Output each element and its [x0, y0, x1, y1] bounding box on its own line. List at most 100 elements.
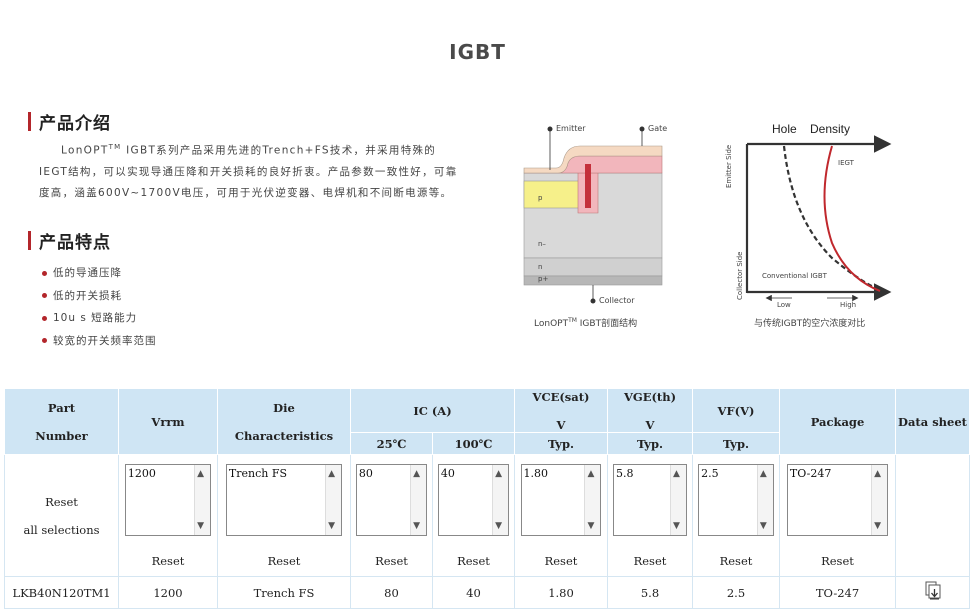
scroll-up-icon[interactable]: ▲ — [328, 468, 335, 479]
cell-vge: 5.8 — [607, 576, 693, 609]
collector-side-label: Collector Side — [736, 251, 744, 300]
scroll-up-icon[interactable]: ▲ — [587, 468, 595, 479]
vge-reset-button[interactable]: Reset — [633, 553, 667, 568]
package-select[interactable]: TO-247▲▼ — [786, 463, 889, 536]
heading-accent-bar — [28, 231, 31, 250]
feature-text: 低的开关损耗 — [53, 289, 122, 302]
filter-cell-package: TO-247▲▼ Reset — [779, 454, 896, 577]
col-vf: VF(V) — [692, 388, 780, 433]
feature-text: 10u s 短路能力 — [53, 312, 138, 324]
intro-heading: 产品介绍 — [28, 109, 111, 134]
col-ic-25: 25℃ — [350, 432, 433, 455]
table-row: LKB40N120TM1 1200 Trench FS 80 40 1.80 5… — [4, 576, 970, 609]
hole-label: Hole — [772, 122, 797, 136]
select-scrollbar[interactable]: ▲▼ — [669, 464, 686, 535]
select-scrollbar[interactable]: ▲▼ — [492, 464, 509, 535]
vce-reset-button[interactable]: Reset — [544, 553, 578, 568]
cell-vce: 1.80 — [514, 576, 608, 609]
vf-select[interactable]: 2.5▲▼ — [698, 463, 774, 536]
intro-paragraph: LonOPTTM IGBT系列产品采用先进的Trench+FS技术，并采用特殊的… — [39, 137, 459, 204]
select-scrollbar[interactable]: ▲▼ — [756, 464, 773, 535]
select-scrollbar[interactable]: ▲▼ — [410, 464, 427, 535]
heading-accent-bar — [28, 112, 31, 131]
scroll-up-icon[interactable]: ▲ — [495, 468, 503, 479]
collector-label: Collector — [599, 296, 635, 305]
ic100-reset-button[interactable]: Reset — [457, 553, 490, 568]
cell-package: TO-247 — [779, 576, 896, 609]
features-heading: 产品特点 — [28, 228, 111, 253]
page-title: IGBT — [449, 40, 506, 64]
layer-p-plus-label: p+ — [538, 275, 549, 283]
scroll-down-icon[interactable]: ▼ — [759, 520, 767, 531]
scroll-up-icon[interactable]: ▲ — [197, 468, 205, 479]
feature-item: 低的导通压降 — [42, 262, 157, 285]
col-vge-th: VGE(th)V — [607, 388, 693, 433]
cell-vf: 2.5 — [692, 576, 780, 609]
scroll-up-icon[interactable]: ▲ — [672, 468, 680, 479]
filter-cell-ic100: 40▲▼ Reset — [432, 454, 515, 577]
filter-cell-vf: 2.5▲▼ Reset — [692, 454, 780, 577]
col-ic: IC (A) — [350, 388, 515, 433]
filter-cell-ic25: 80▲▼ Reset — [350, 454, 433, 577]
col-vf-typ: Typ. — [692, 432, 780, 455]
col-package: Package — [779, 388, 896, 455]
select-scrollbar[interactable]: ▲▼ — [194, 464, 211, 535]
col-ic-100: 100℃ — [432, 432, 515, 455]
download-document-icon[interactable] — [923, 581, 943, 601]
ic25-reset-button[interactable]: Reset — [375, 553, 408, 568]
feature-text: 较宽的开关频率范围 — [53, 334, 157, 347]
scroll-up-icon[interactable]: ▲ — [759, 468, 767, 479]
intro-brand: LonOPT — [61, 144, 109, 157]
iegt-label: IEGT — [838, 159, 854, 167]
die-select[interactable]: Trench FS▲▼ — [225, 463, 343, 536]
vrrm-reset-button[interactable]: Reset — [151, 553, 185, 568]
select-scrollbar[interactable]: ▲▼ — [325, 464, 342, 535]
vge-select[interactable]: 5.8▲▼ — [613, 463, 687, 536]
cross-section-diagram — [523, 126, 663, 304]
cell-die: Trench FS — [217, 576, 351, 609]
filter-cell-vce: 1.80▲▼ Reset — [514, 454, 608, 577]
intro-tm: TM — [108, 143, 122, 151]
feature-item: 低的开关损耗 — [42, 285, 157, 308]
scroll-down-icon[interactable]: ▼ — [328, 520, 335, 531]
bullet-icon — [42, 315, 47, 321]
cell-vrrm: 1200 — [118, 576, 218, 609]
package-reset-button[interactable]: Reset — [821, 553, 854, 568]
die-reset-button[interactable]: Reset — [267, 553, 301, 568]
scroll-up-icon[interactable]: ▲ — [874, 468, 882, 479]
scroll-down-icon[interactable]: ▼ — [672, 520, 680, 531]
layer-p-label: p — [538, 194, 543, 202]
cell-ic25: 80 — [350, 576, 433, 609]
bullet-icon — [42, 338, 47, 344]
scroll-up-icon[interactable]: ▲ — [413, 468, 421, 479]
scroll-down-icon[interactable]: ▼ — [495, 520, 503, 531]
features-list: 低的导通压降 低的开关损耗 10u s 短路能力 较宽的开关频率范围 — [42, 262, 157, 352]
scroll-down-icon[interactable]: ▼ — [197, 520, 205, 531]
cross-section-caption: LonOPTTM IGBT剖面结构 — [534, 317, 638, 329]
col-vrrm: Vrrm — [118, 388, 218, 455]
select-scrollbar[interactable]: ▲▼ — [584, 464, 601, 535]
col-vce-typ: Typ. — [514, 432, 608, 455]
feature-text: 低的导通压降 — [53, 267, 122, 279]
vce-select[interactable]: 1.80▲▼ — [520, 463, 602, 536]
emitter-label: Emitter — [556, 124, 586, 133]
ic25-select[interactable]: 80▲▼ — [355, 463, 428, 536]
vrrm-select[interactable]: 1200▲▼ — [124, 463, 212, 536]
filter-cell-vrrm: 1200▲▼ Reset — [118, 454, 218, 577]
ic100-select[interactable]: 40▲▼ — [437, 463, 510, 536]
bullet-icon — [42, 293, 47, 299]
low-label: Low — [777, 301, 791, 309]
scroll-down-icon[interactable]: ▼ — [874, 520, 882, 531]
filter-cell-die: Trench FS▲▼ Reset — [217, 454, 351, 577]
select-scrollbar[interactable]: ▲▼ — [871, 464, 888, 535]
vf-reset-button[interactable]: Reset — [719, 553, 753, 568]
intro-heading-text: 产品介绍 — [39, 114, 111, 134]
gate-label: Gate — [648, 124, 668, 133]
scroll-down-icon[interactable]: ▼ — [587, 520, 595, 531]
scroll-down-icon[interactable]: ▼ — [413, 520, 421, 531]
feature-item: 10u s 短路能力 — [42, 307, 157, 330]
col-vge-typ: Typ. — [607, 432, 693, 455]
